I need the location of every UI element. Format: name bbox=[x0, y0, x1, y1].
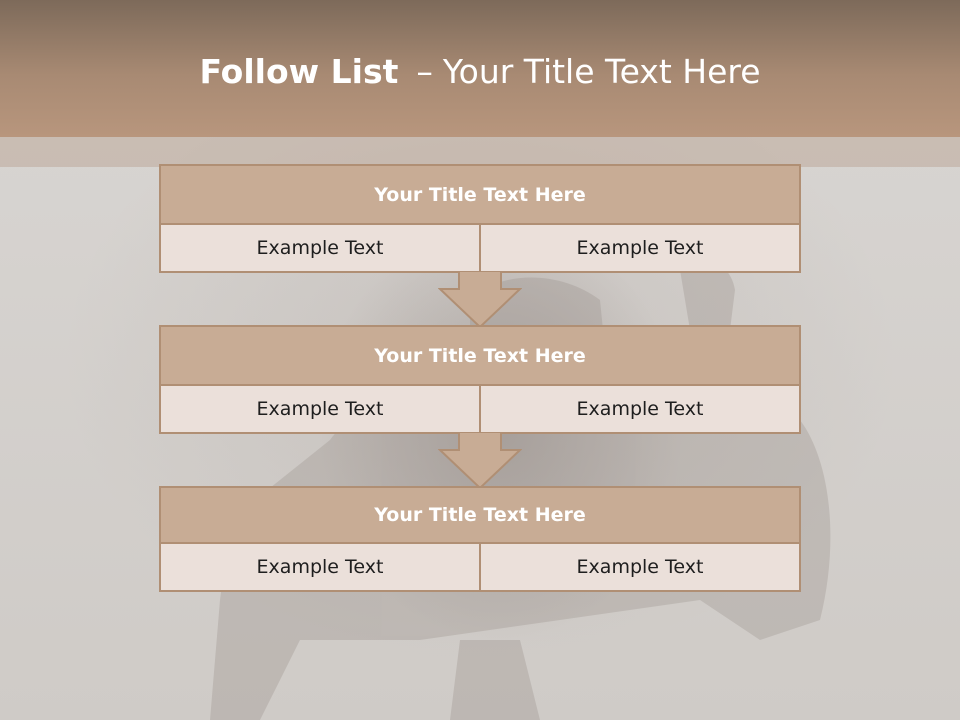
list-block-1: Your Title Text Here Example Text Exampl… bbox=[159, 164, 801, 273]
block-cell-left: Example Text bbox=[256, 398, 384, 420]
block-title: Your Title Text Here bbox=[161, 488, 799, 544]
block-cell-right: Example Text bbox=[479, 386, 799, 432]
block-title: Your Title Text Here bbox=[161, 327, 799, 386]
down-arrow-icon bbox=[438, 271, 522, 329]
slide-title-rest: Your Title Text Here bbox=[442, 52, 761, 91]
down-arrow-icon bbox=[438, 432, 522, 490]
block-cell-left: Example Text bbox=[256, 556, 384, 578]
title-bar bbox=[0, 0, 960, 137]
list-block-2: Your Title Text Here Example Text Exampl… bbox=[159, 325, 801, 434]
block-title: Your Title Text Here bbox=[161, 166, 799, 225]
slide-title-bold: Follow List bbox=[199, 52, 399, 91]
block-cell-left: Example Text bbox=[256, 237, 384, 259]
slide-title-separator: – bbox=[416, 52, 433, 91]
block-row: Example Text Example Text bbox=[161, 544, 799, 590]
list-block-3: Your Title Text Here Example Text Exampl… bbox=[159, 486, 801, 592]
block-cell-right: Example Text bbox=[479, 225, 799, 271]
slide-title: Follow List–Your Title Text Here bbox=[0, 52, 960, 91]
block-cell-right: Example Text bbox=[479, 544, 799, 590]
block-row: Example Text Example Text bbox=[161, 225, 799, 271]
title-bar-strip bbox=[0, 137, 960, 167]
block-row: Example Text Example Text bbox=[161, 386, 799, 432]
